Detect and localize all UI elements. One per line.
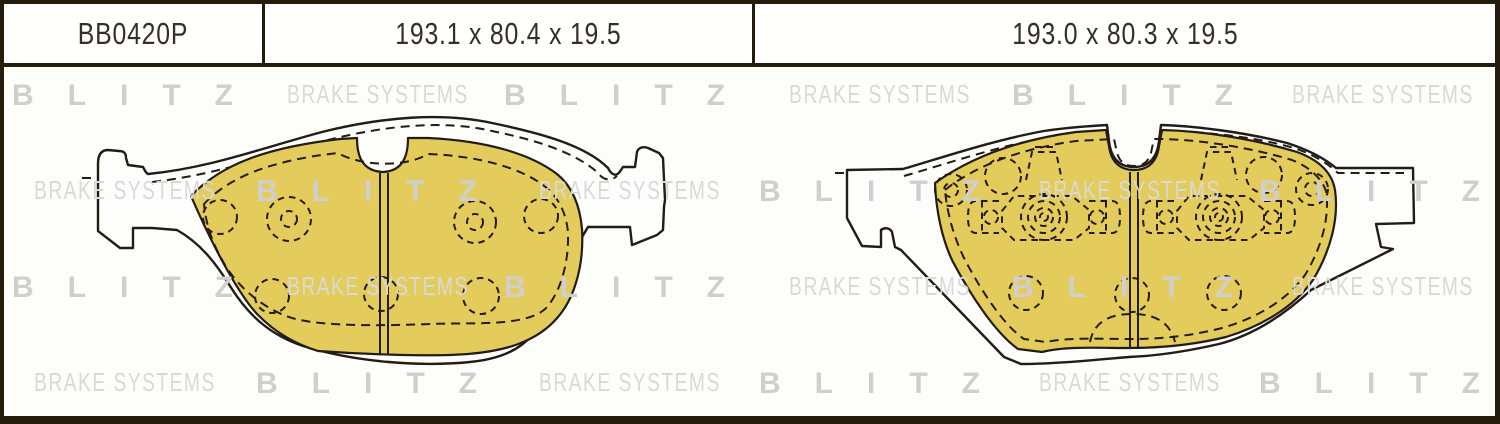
wear-indicator-circles: [934, 156, 1329, 313]
brake-pad-drawing-left: [82, 115, 667, 366]
friction-material: [189, 136, 584, 357]
watermark-brand-text: BLITZ: [1259, 367, 1495, 400]
watermark-brand-text: BLITZ: [759, 367, 1014, 400]
part-number: BB0420P: [77, 15, 189, 51]
wear-indicator-circles: [202, 196, 559, 315]
dimensions-cell-right: 193.0 x 80.3 x 19.5: [755, 4, 1495, 63]
part-number-cell: BB0420P: [4, 4, 262, 63]
chamfer-line-dashed: [202, 151, 570, 327]
watermark-brand-text: BLITZ: [256, 367, 511, 400]
chamfer-line-dashed: [943, 137, 1328, 344]
dimensions-cell-left: 193.1 x 80.4 x 19.5: [265, 4, 752, 63]
header-row: BB0420P 193.1 x 80.4 x 19.5 193.0 x 80.3…: [4, 4, 1495, 63]
dimensions-right: 193.0 x 80.3 x 19.5: [1011, 15, 1239, 51]
friction-material: [933, 128, 1338, 354]
brake-pad-drawing-right: [835, 123, 1416, 366]
dimensions-left: 193.1 x 80.4 x 19.5: [395, 15, 622, 51]
bottom-bump-dashed: [1089, 312, 1176, 343]
